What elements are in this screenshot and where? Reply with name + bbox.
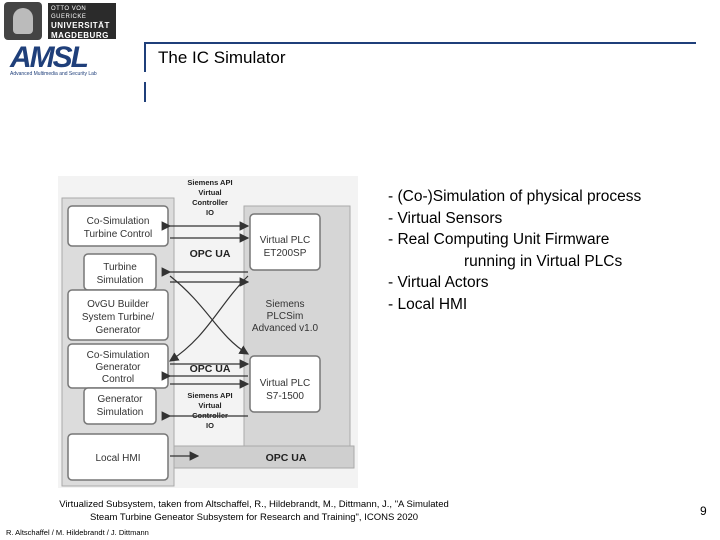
architecture-diagram: Co-Simulation Turbine Control Turbine Si… — [58, 176, 358, 488]
diagram-api-label: IO — [206, 421, 214, 430]
diagram-box-label: Co-Simulation — [87, 216, 150, 227]
diagram-box-label: Virtual PLC — [260, 235, 310, 246]
diagram-box-virtual-plc-s7-1500: Virtual PLC S7-1500 — [249, 355, 321, 413]
diagram-box-turbine-simulation: Turbine Simulation — [83, 253, 157, 291]
university-logo: OTTO VON GUERICKE UNIVERSITÄT MAGDEBURG — [4, 2, 116, 40]
diagram-box-virtual-plc-et200sp: Virtual PLC ET200SP — [249, 213, 321, 271]
bullet-item-continuation: running in Virtual PLCs — [464, 252, 623, 270]
title-rule — [144, 42, 696, 44]
university-seal-icon — [4, 2, 42, 40]
diagram-api-label: Controller — [192, 198, 228, 207]
diagram-box-generator-simulation: Generator Simulation — [83, 387, 157, 425]
diagram-api-label: Siemens API — [187, 178, 232, 187]
bullet-item: - (Co-)Simulation of physical process — [388, 188, 642, 205]
diagram-box-label: Generator — [95, 325, 141, 336]
figure-caption: Virtualized Subsystem, taken from Altsch… — [34, 498, 474, 524]
diagram-box-label: System Turbine/ — [82, 312, 154, 323]
slide-title: The IC Simulator — [158, 48, 286, 67]
caption-line: Steam Turbine Geneator Subsystem for Res… — [89, 512, 419, 523]
diagram-box-label: Generator — [95, 362, 141, 373]
diagram-box-cosim-generator-control: Co-Simulation Generator Control — [67, 343, 169, 389]
diagram-opc-label: OPC UA — [266, 452, 307, 464]
bullet-item: - Virtual Sensors — [388, 209, 503, 227]
diagram-box-label: Advanced v1.0 — [252, 323, 319, 334]
university-name-line: MAGDEBURG — [51, 31, 109, 40]
diagram-box-label: Turbine Control — [84, 229, 153, 240]
university-name-line: OTTO VON GUERICKE — [51, 6, 87, 20]
diagram-box-label: Simulation — [97, 407, 144, 418]
caption-line: Virtualized Subsystem, taken from Altsch… — [59, 499, 449, 510]
diagram-box-label: PLCSim — [267, 311, 304, 322]
amsl-logo: AMSL Advanced Multimedia and Security La… — [8, 42, 118, 80]
diagram-box-cosim-turbine-control: Co-Simulation Turbine Control — [67, 205, 169, 247]
amsl-logo-mark: AMSL — [10, 41, 89, 74]
diagram-box-label: Co-Simulation — [87, 350, 150, 361]
bullet-item: - Local HMI — [388, 295, 468, 313]
page-number: 9 — [700, 504, 707, 518]
diagram-box-label: Simulation — [97, 275, 144, 286]
diagram-api-label: Siemens API — [187, 391, 232, 400]
diagram-box-label: Turbine — [103, 262, 137, 273]
diagram-box-label: Generator — [97, 394, 143, 405]
diagram-opc-label: OPC UA — [190, 363, 231, 375]
diagram-api-label: Virtual — [198, 401, 221, 410]
diagram-box-label: ET200SP — [264, 248, 307, 259]
diagram-box-label: OvGU Builder — [87, 299, 149, 310]
diagram-box-label: Local HMI — [95, 453, 140, 464]
footer-authors: R. Altschaffel / M. Hildebrandt / J. Dit… — [6, 528, 149, 537]
diagram-label-siemens-api-top: Siemens API Virtual Controller IO — [187, 178, 232, 217]
diagram-box-plcsim-advanced: Siemens PLCSim Advanced v1.0 — [252, 299, 319, 334]
diagram-box-ovgu-builder: OvGU Builder System Turbine/ Generator — [67, 289, 169, 341]
diagram-box-label: S7-1500 — [266, 391, 304, 402]
title-rule-vertical — [144, 82, 146, 102]
diagram-api-label: Virtual — [198, 188, 221, 197]
university-name-line: UNIVERSITÄT — [51, 21, 110, 30]
bullet-item: - Virtual Actors — [388, 274, 489, 291]
bullet-item: - Real Computing Unit Firmware — [388, 231, 610, 248]
diagram-opc-label: OPC UA — [190, 248, 231, 260]
title-rule-vertical — [144, 42, 146, 72]
diagram-connectors — [161, 221, 250, 461]
diagram-box-label: Siemens — [266, 299, 305, 310]
diagram-box-local-hmi: Local HMI — [67, 433, 169, 481]
diagram-box-label: Virtual PLC — [260, 378, 310, 389]
diagram-box-label: Control — [102, 374, 134, 385]
diagram-api-label: IO — [206, 208, 214, 217]
university-name: OTTO VON GUERICKE UNIVERSITÄT MAGDEBURG — [48, 3, 116, 40]
amsl-logo-subtitle: Advanced Multimedia and Security Lab — [10, 71, 97, 77]
bullet-list: - (Co-)Simulation of physical process - … — [388, 186, 708, 315]
